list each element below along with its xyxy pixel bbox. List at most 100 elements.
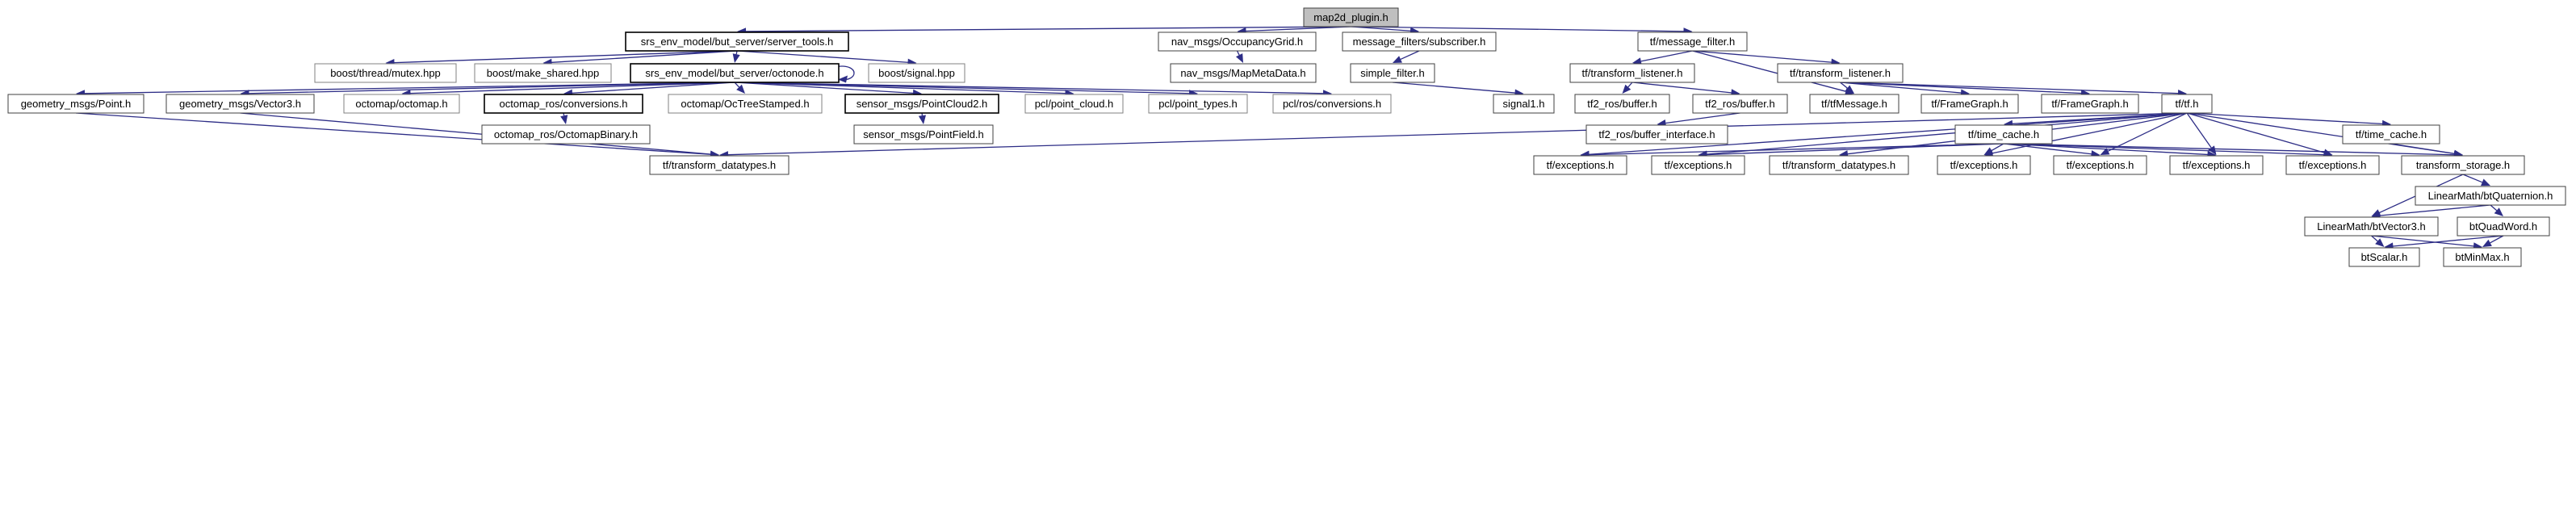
node-linearmath-btquaternion-h[interactable]: LinearMath/btQuaternion.h <box>2415 186 2566 206</box>
node-sensor-msgs-pointcloud2-h[interactable]: sensor_msgs/PointCloud2.h <box>844 94 999 114</box>
node-box[interactable] <box>1342 31 1497 52</box>
node-box[interactable] <box>1148 94 1248 114</box>
node-box[interactable] <box>844 94 999 114</box>
node-tf-framegraph-h[interactable]: tf/FrameGraph.h <box>2041 94 2139 114</box>
node-map2d-plugin-h[interactable]: map2d_plugin.h <box>1303 7 1399 27</box>
node-box[interactable] <box>2169 155 2264 175</box>
node-box[interactable] <box>2053 155 2147 175</box>
node-tf-time-cache-h[interactable]: tf/time_cache.h <box>2342 124 2440 145</box>
node-tf-tf-h[interactable]: tf/tf.h <box>2161 94 2213 114</box>
node-box[interactable] <box>343 94 460 114</box>
node-tf-tfmessage-h[interactable]: tf/tfMessage.h <box>1809 94 1900 114</box>
node-tf-exceptions-h[interactable]: tf/exceptions.h <box>1937 155 2031 175</box>
edge-transform-storage-h-to-linearmath-btquaternion-h <box>2462 174 2490 186</box>
node-tf-exceptions-h[interactable]: tf/exceptions.h <box>1533 155 1627 175</box>
node-box[interactable] <box>1651 155 1745 175</box>
node-box[interactable] <box>2443 247 2522 267</box>
node-box[interactable] <box>853 124 994 145</box>
node-box[interactable] <box>1692 94 1788 114</box>
node-octomap-ros-octomapbinary-h[interactable]: octomap_ros/OctomapBinary.h <box>481 124 651 145</box>
node-tf-transform-datatypes-h[interactable]: tf/transform_datatypes.h <box>1769 155 1909 175</box>
node-pcl-ros-conversions-h[interactable]: pcl/ros/conversions.h <box>1272 94 1392 114</box>
node-box[interactable] <box>1533 155 1627 175</box>
node-box[interactable] <box>868 63 965 83</box>
node-geometry-msgs-vector3-h[interactable]: geometry_msgs/Vector3.h <box>165 94 315 114</box>
node-pcl-point-cloud-h[interactable]: pcl/point_cloud.h <box>1024 94 1124 114</box>
node-message-filters-subscriber-h[interactable]: message_filters/subscriber.h <box>1342 31 1497 52</box>
node-tf-transform-datatypes-h[interactable]: tf/transform_datatypes.h <box>649 155 790 175</box>
node-octomap-octreestamped-h[interactable]: octomap/OcTreeStamped.h <box>668 94 823 114</box>
node-pcl-point-types-h[interactable]: pcl/point_types.h <box>1148 94 1248 114</box>
edge-linearmath-btvector3-h-to-btscalar-h <box>2371 235 2385 247</box>
node-sensor-msgs-pointfield-h[interactable]: sensor_msgs/PointField.h <box>853 124 994 145</box>
node-box[interactable] <box>2304 216 2439 237</box>
node-btminmax-h[interactable]: btMinMax.h <box>2443 247 2522 267</box>
node-box[interactable] <box>1637 31 1748 52</box>
node-signal1-h[interactable]: signal1.h <box>1493 94 1555 114</box>
edge-tf-tf-h-to-tf-exceptions-h <box>2186 112 2217 155</box>
node-box[interactable] <box>1493 94 1555 114</box>
node-simple-filter-h[interactable]: simple_filter.h <box>1350 63 1435 83</box>
node-btquadword-h[interactable]: btQuadWord.h <box>2457 216 2550 237</box>
node-nav-msgs-occupancygrid-h[interactable]: nav_msgs/OccupancyGrid.h <box>1158 31 1317 52</box>
node-box[interactable] <box>1809 94 1900 114</box>
node-box[interactable] <box>314 63 457 83</box>
node-tf-time-cache-h[interactable]: tf/time_cache.h <box>1954 124 2053 145</box>
node-box[interactable] <box>1569 63 1695 83</box>
node-box[interactable] <box>1777 63 1904 83</box>
node-linearmath-btvector3-h[interactable]: LinearMath/btVector3.h <box>2304 216 2439 237</box>
node-transform-storage-h[interactable]: transform_storage.h <box>2401 155 2525 175</box>
node-box[interactable] <box>1954 124 2053 145</box>
node-tf-exceptions-h[interactable]: tf/exceptions.h <box>2285 155 2380 175</box>
node-box[interactable] <box>165 94 315 114</box>
node-box[interactable] <box>630 63 840 83</box>
node-box[interactable] <box>2285 155 2380 175</box>
edge-tf-time-cache-h-to-tf-exceptions-h <box>1983 143 2004 155</box>
node-box[interactable] <box>2041 94 2139 114</box>
node-box[interactable] <box>1574 94 1670 114</box>
node-tf-transform-listener-h[interactable]: tf/transform_listener.h <box>1569 63 1695 83</box>
node-box[interactable] <box>1585 124 1728 145</box>
node-box[interactable] <box>474 63 612 83</box>
node-tf-exceptions-h[interactable]: tf/exceptions.h <box>2053 155 2147 175</box>
node-box[interactable] <box>2348 247 2420 267</box>
node-octomap-ros-conversions-h[interactable]: octomap_ros/conversions.h <box>484 94 643 114</box>
node-box[interactable] <box>668 94 823 114</box>
node-tf2-ros-buffer-interface-h[interactable]: tf2_ros/buffer_interface.h <box>1585 124 1728 145</box>
node-box[interactable] <box>1272 94 1392 114</box>
node-box[interactable] <box>484 94 643 114</box>
node-tf-transform-listener-h[interactable]: tf/transform_listener.h <box>1777 63 1904 83</box>
node-tf-message-filter-h[interactable]: tf/message_filter.h <box>1637 31 1748 52</box>
node-box[interactable] <box>2401 155 2525 175</box>
node-boost-thread-mutex-hpp[interactable]: boost/thread/mutex.hpp <box>314 63 457 83</box>
node-box[interactable] <box>7 94 145 114</box>
node-box[interactable] <box>2342 124 2440 145</box>
node-boost-make-shared-hpp[interactable]: boost/make_shared.hpp <box>474 63 612 83</box>
node-tf-exceptions-h[interactable]: tf/exceptions.h <box>1651 155 1745 175</box>
node-box[interactable] <box>1937 155 2031 175</box>
node-geometry-msgs-point-h[interactable]: geometry_msgs/Point.h <box>7 94 145 114</box>
node-box[interactable] <box>649 155 790 175</box>
node-box[interactable] <box>481 124 651 145</box>
node-box[interactable] <box>1350 63 1435 83</box>
node-tf2-ros-buffer-h[interactable]: tf2_ros/buffer.h <box>1692 94 1788 114</box>
node-box[interactable] <box>1920 94 2019 114</box>
node-srs-env-model-but-server-server-tools-h[interactable]: srs_env_model/but_server/server_tools.h <box>625 31 849 52</box>
node-box[interactable] <box>1769 155 1909 175</box>
node-btscalar-h[interactable]: btScalar.h <box>2348 247 2420 267</box>
node-box[interactable] <box>1024 94 1124 114</box>
node-nav-msgs-mapmetadata-h[interactable]: nav_msgs/MapMetaData.h <box>1170 63 1317 83</box>
node-tf-exceptions-h[interactable]: tf/exceptions.h <box>2169 155 2264 175</box>
node-box[interactable] <box>2457 216 2550 237</box>
node-box[interactable] <box>625 31 849 52</box>
node-box[interactable] <box>2161 94 2213 114</box>
node-tf-framegraph-h[interactable]: tf/FrameGraph.h <box>1920 94 2019 114</box>
node-boost-signal-hpp[interactable]: boost/signal.hpp <box>868 63 965 83</box>
node-tf2-ros-buffer-h[interactable]: tf2_ros/buffer.h <box>1574 94 1670 114</box>
node-octomap-octomap-h[interactable]: octomap/octomap.h <box>343 94 460 114</box>
node-box[interactable] <box>1158 31 1317 52</box>
node-box[interactable] <box>1170 63 1317 83</box>
node-box[interactable] <box>1303 7 1399 27</box>
node-srs-env-model-but-server-octonode-h[interactable]: srs_env_model/but_server/octonode.h <box>630 63 840 83</box>
node-box[interactable] <box>2415 186 2566 206</box>
